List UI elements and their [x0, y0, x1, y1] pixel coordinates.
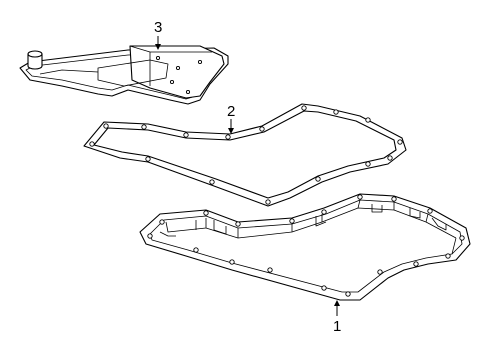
callout-number-1: 1 — [333, 318, 341, 335]
gasket-part — [83, 103, 407, 207]
callout-1: 1 — [333, 300, 341, 335]
callout-number-3: 3 — [154, 19, 162, 36]
callout-number-2: 2 — [227, 103, 235, 120]
pan-part — [139, 193, 471, 301]
callout-3: 3 — [154, 19, 162, 50]
callout-2: 2 — [227, 103, 235, 134]
filter-part — [19, 45, 229, 105]
